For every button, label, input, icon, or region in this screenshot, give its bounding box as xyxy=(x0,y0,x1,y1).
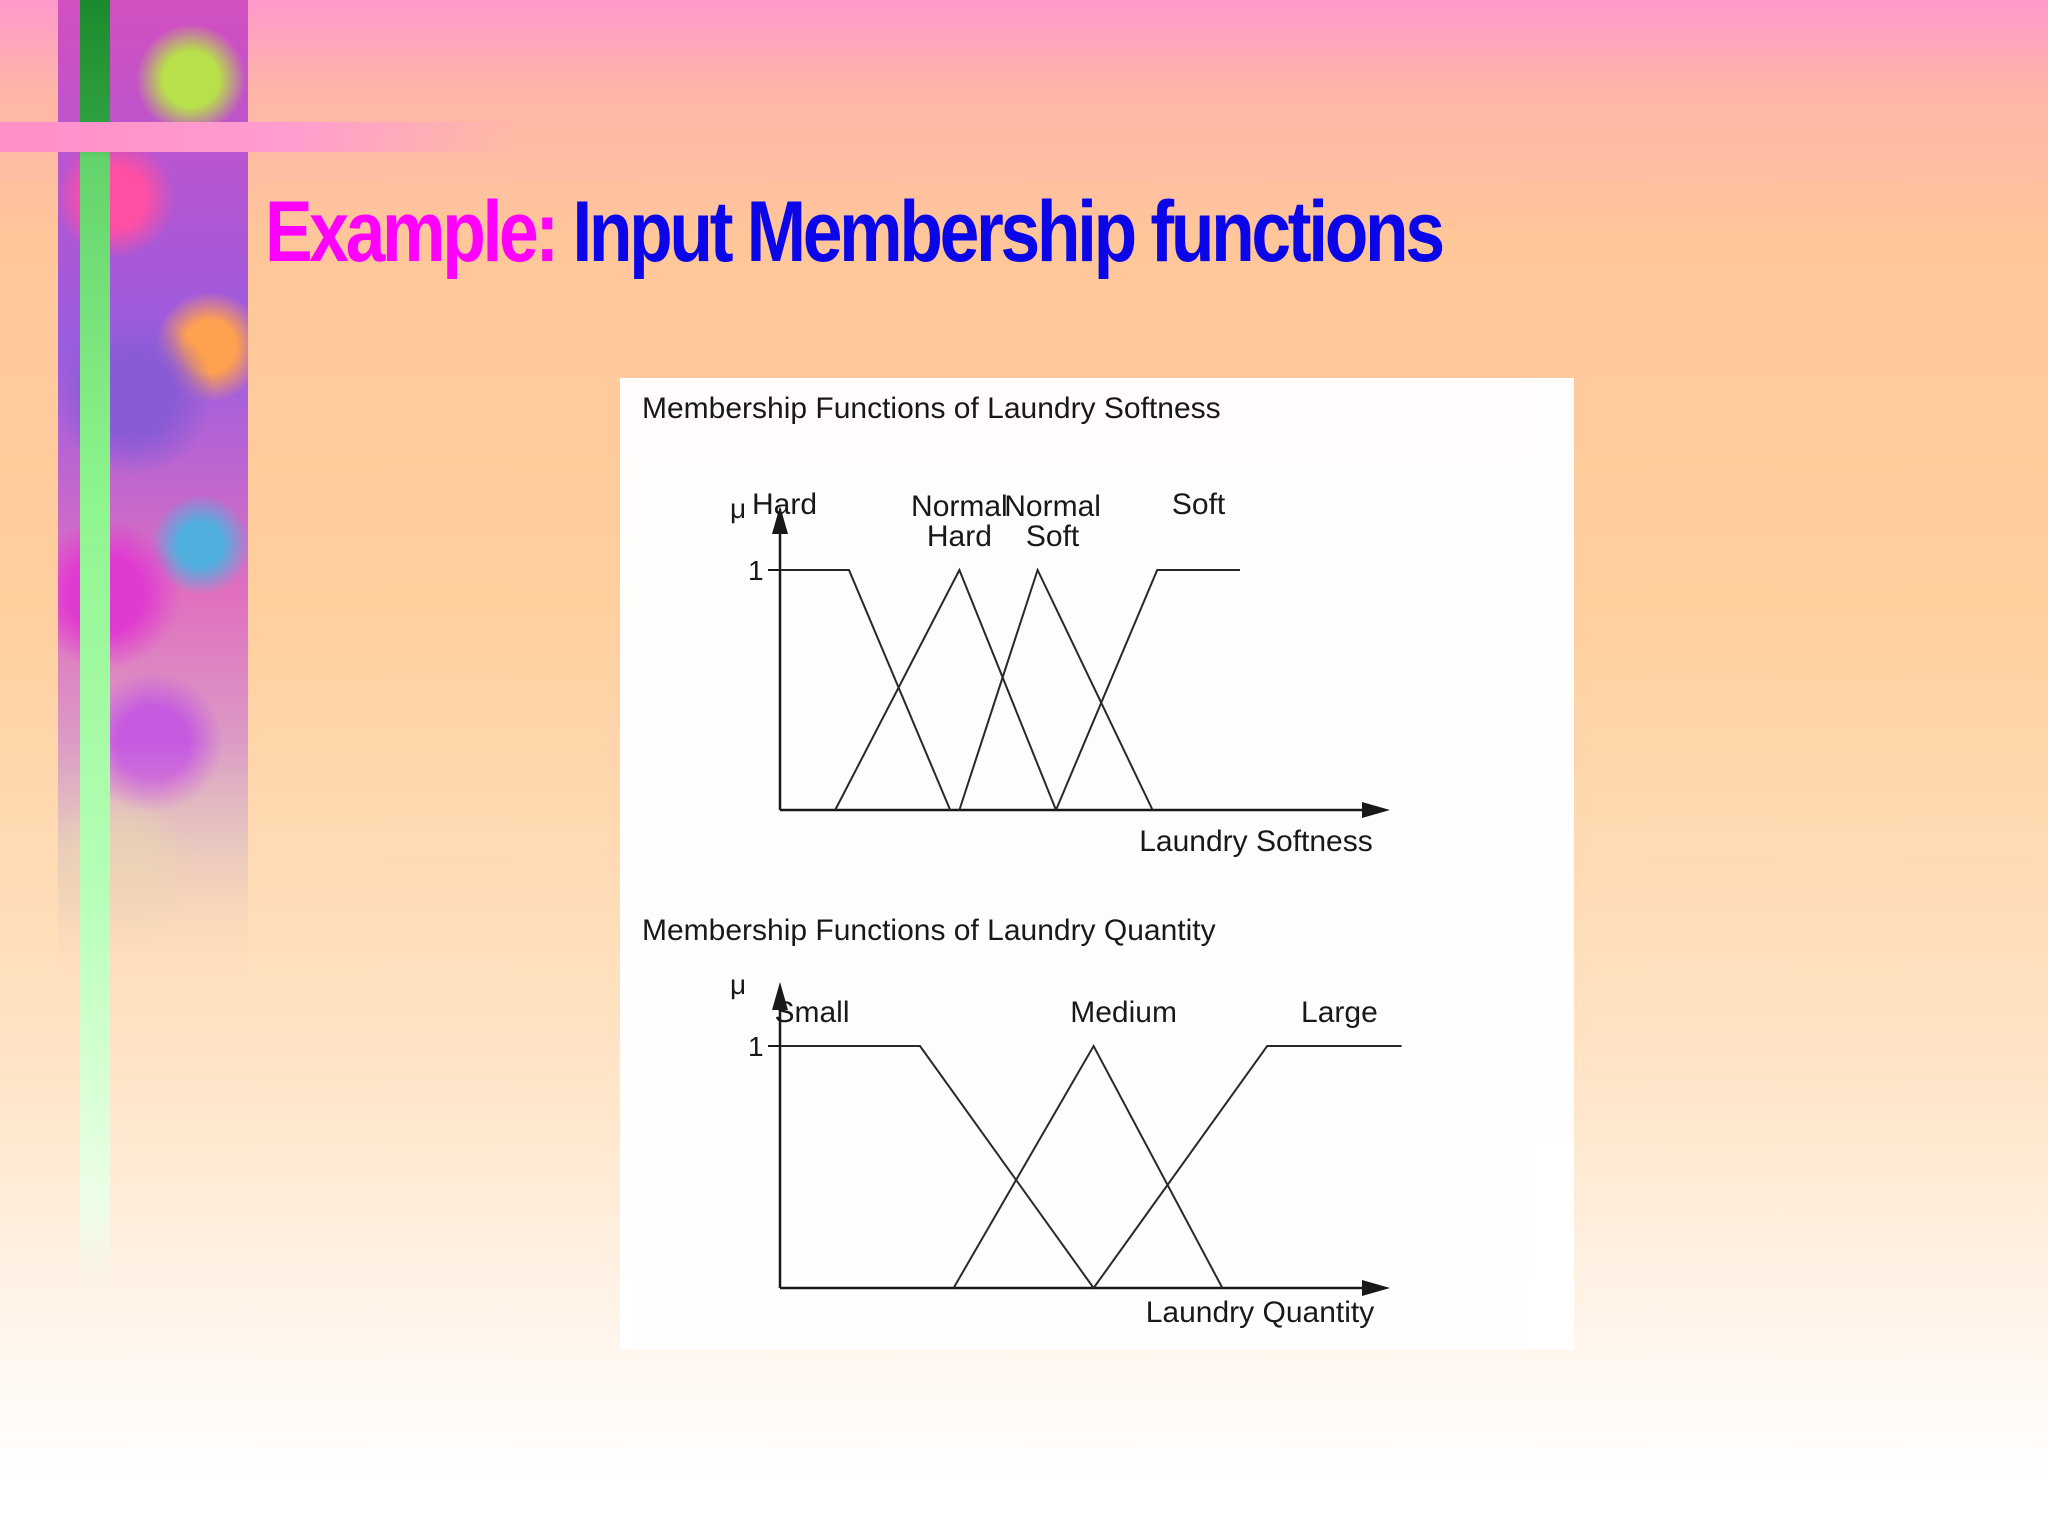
mf-line-small xyxy=(780,1045,1095,1289)
mf-line-normal-soft xyxy=(958,567,1154,811)
decorative-pink-bar xyxy=(0,122,520,152)
series-label-soft: Soft xyxy=(1172,488,1226,521)
y-tick-label: 1 xyxy=(748,555,764,586)
y-axis-label: μ xyxy=(730,493,746,524)
membership-functions-figure: Membership Functions of Laundry Softness… xyxy=(620,378,1574,1350)
mf-line-hard xyxy=(780,569,952,811)
series-label-normal-hard: Hard xyxy=(927,520,992,553)
chart-title: Membership Functions of Laundry Quantity xyxy=(642,914,1216,947)
x-axis-label: Laundry Softness xyxy=(1139,825,1372,858)
chart-title: Membership Functions of Laundry Softness xyxy=(642,392,1221,425)
mf-line-large xyxy=(1092,1045,1402,1289)
series-label-hard: Hard xyxy=(752,488,817,521)
series-label-large: Large xyxy=(1301,996,1378,1029)
series-label-normal-hard: Normal xyxy=(911,490,1008,523)
series-label-small: Small xyxy=(774,996,849,1029)
series-label-medium: Medium xyxy=(1070,996,1177,1029)
mf-line-soft xyxy=(1055,569,1240,811)
y-axis-arrowhead xyxy=(772,982,788,1010)
decorative-green-bar xyxy=(80,0,110,1290)
series-label-normal-soft: Normal xyxy=(1004,490,1101,523)
y-axis-label: μ xyxy=(730,969,746,1000)
y-tick-label: 1 xyxy=(748,1031,764,1062)
mf-line-normal-hard xyxy=(834,567,1057,811)
x-axis-label: Laundry Quantity xyxy=(1146,1296,1374,1329)
membership-functions-svg: Membership Functions of Laundry Softness… xyxy=(642,392,1402,1329)
x-axis-arrowhead xyxy=(1362,802,1390,818)
series-label-normal-soft: Soft xyxy=(1026,520,1080,553)
x-axis-arrowhead xyxy=(1362,1280,1390,1296)
title-highlight: Example: xyxy=(265,184,559,280)
y-axis-arrowhead xyxy=(772,506,788,534)
mf-line-medium xyxy=(952,1043,1224,1289)
slide-title: Example: Input Membership functions xyxy=(265,182,1445,282)
title-rest: Input Membership functions xyxy=(572,184,1445,280)
